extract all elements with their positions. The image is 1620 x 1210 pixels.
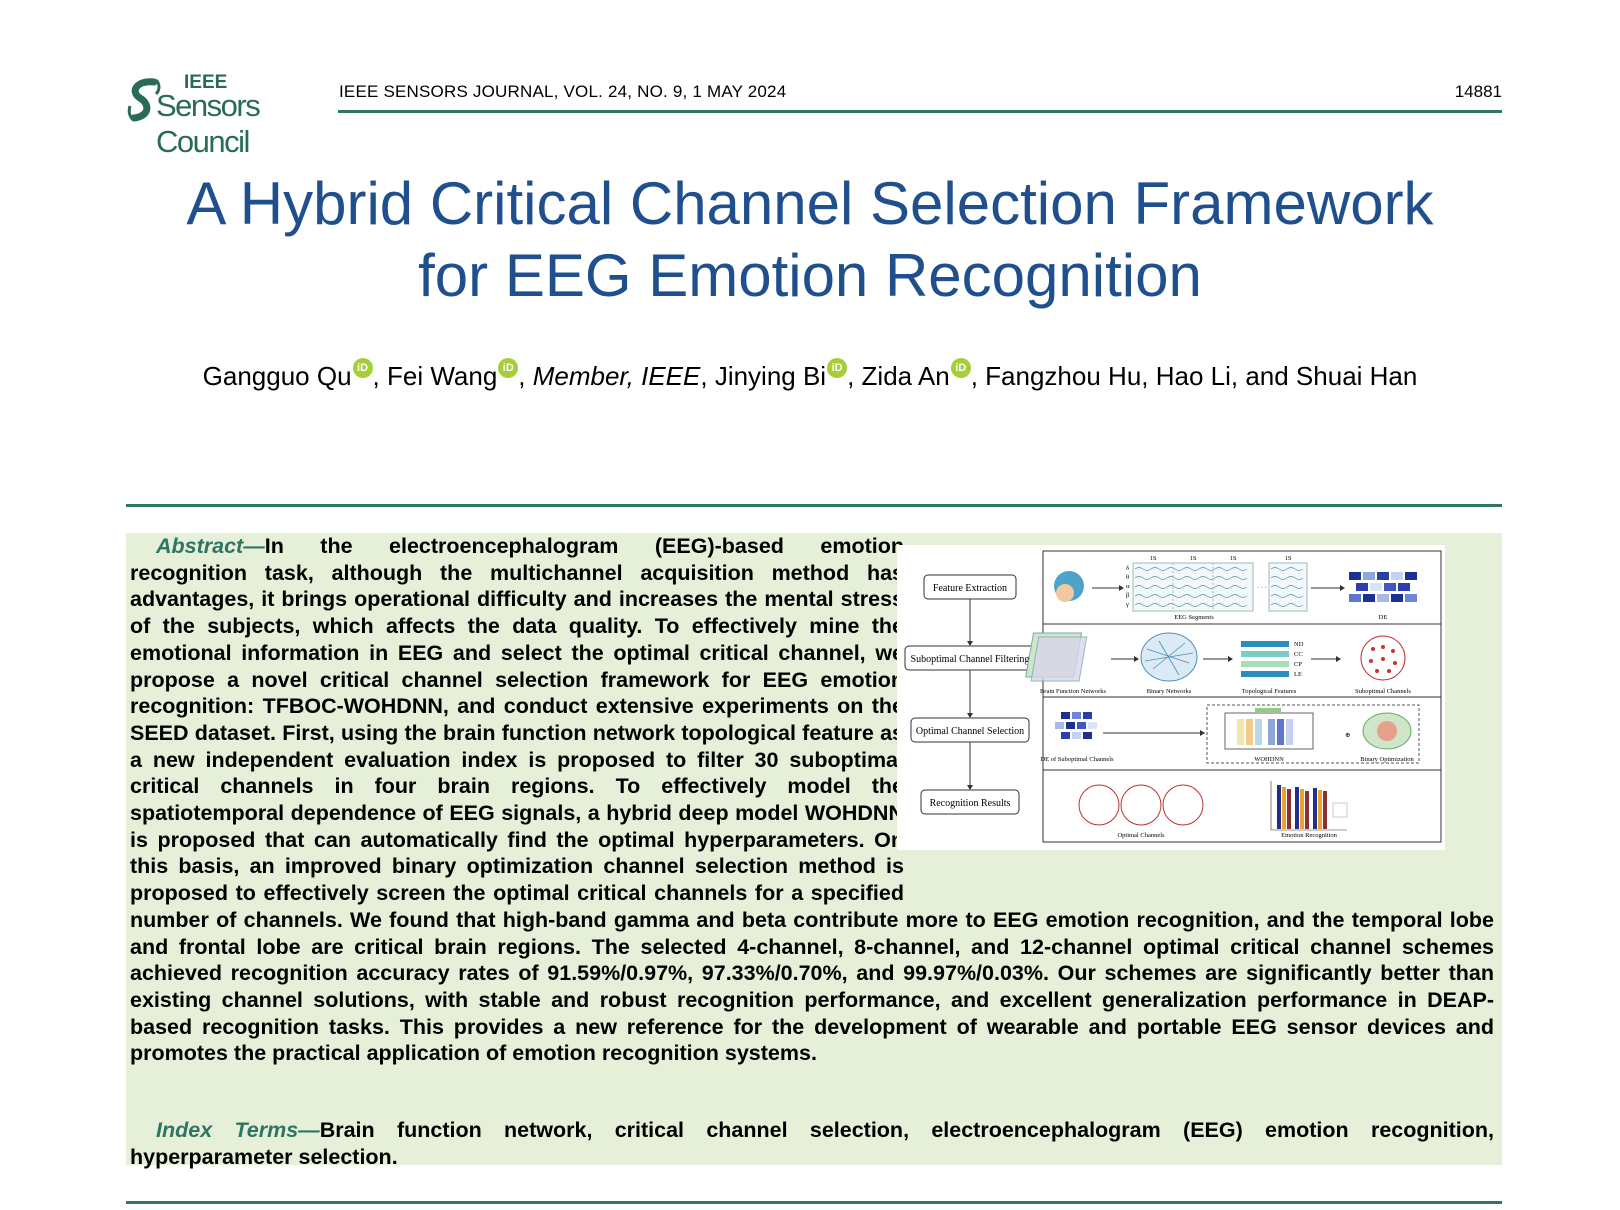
segment-tick: 1S: [1150, 555, 1157, 562]
band-letter: α: [1126, 583, 1130, 590]
de-sub-label: DE of Suboptimal Channels: [1040, 756, 1114, 763]
index-terms: Index Terms—Brain function network, crit…: [130, 1117, 1494, 1170]
step-label: Feature Extraction: [933, 583, 1007, 594]
binary-networks-label: Binary Networks: [1147, 688, 1192, 695]
optimal-label: Optimal Channels: [1117, 832, 1165, 839]
orcid-icon[interactable]: iD: [498, 358, 519, 378]
recognition-results-panel: Optimal Channels Emotion Recognition: [1078, 781, 1348, 839]
abstract-box: Abstract—In the electroencephalogram (EE…: [126, 533, 1502, 1169]
topo-feature: CP: [1294, 661, 1302, 668]
author-names-rest: Fangzhou Hu, Hao Li, and Shuai Han: [985, 361, 1418, 391]
topo-feature: CC: [1294, 651, 1303, 658]
author-name: Gangguo Qu: [202, 361, 352, 391]
suboptimal-label: Suboptimal Channels: [1355, 688, 1411, 695]
section-divider: [126, 1201, 1502, 1204]
band-letter: γ: [1125, 601, 1129, 608]
topo-feature: ND: [1294, 641, 1304, 648]
journal-citation: IEEE SENSORS JOURNAL, VOL. 24, NO. 9, 1 …: [339, 82, 787, 101]
suboptimal-filtering-panel: ND CC CP LE Brain Function Networks Bina…: [1025, 632, 1411, 695]
title-line-2: for EEG Emotion Recognition: [418, 242, 1202, 309]
segment-tick: 1S: [1190, 555, 1197, 562]
author-name: Fei Wang: [386, 361, 498, 391]
author-name: Zida An: [861, 361, 950, 391]
ellipsis-text: · · ·: [1257, 584, 1267, 591]
band-letter: θ: [1126, 574, 1129, 581]
abstract-paragraph: Abstract—In the electroencephalogram (EE…: [130, 533, 1494, 1067]
flow-chart: Feature Extraction Suboptimal Channel Fi…: [904, 574, 1036, 815]
sensors-council-logo-icon: [127, 78, 161, 122]
band-letter: β: [1126, 592, 1130, 599]
segment-tick: 1S: [1285, 555, 1292, 562]
step-label: Suboptimal Channel Filtering: [911, 654, 1030, 665]
topo-feature: LE: [1294, 671, 1302, 678]
section-divider: [126, 504, 1502, 507]
abstract-body: In the electroencephalogram (EEG)-based …: [130, 534, 1494, 1066]
header-rule: [338, 110, 1502, 113]
step-label: Recognition Results: [930, 798, 1011, 809]
orcid-icon[interactable]: iD: [827, 358, 848, 378]
topological-label: Topological Features: [1242, 688, 1297, 695]
eeg-segments-label: EEG Segments: [1174, 614, 1214, 621]
abstract-heading: Abstract—: [156, 534, 265, 558]
brain-networks-label: Brain Function Networks: [1040, 688, 1107, 695]
optimal-selection-panel: ⊕ DE of Suboptimal Channels WOHDNN Binar…: [1040, 704, 1420, 764]
de-label: DE: [1379, 614, 1388, 621]
page-number: 14881: [1454, 82, 1502, 101]
framework-diagram: Feature Extraction Suboptimal Channel Fi…: [904, 550, 1442, 843]
title-line-1: A Hybrid Critical Channel Selection Fram…: [186, 170, 1434, 237]
step-label: Optimal Channel Selection: [916, 726, 1024, 737]
author-name: Jinying Bi: [714, 361, 827, 391]
index-terms-body: Brain function network, critical channel…: [130, 1118, 1494, 1169]
band-letter: δ: [1126, 565, 1129, 572]
emotion-label: Emotion Recognition: [1281, 832, 1338, 839]
author-membership: Member, IEEE: [532, 361, 701, 391]
graphical-abstract-figure: Feature Extraction Suboptimal Channel Fi…: [897, 545, 1445, 850]
orcid-icon[interactable]: iD: [352, 358, 373, 378]
journal-header: IEEE Sensors Council IEEE SENSORS JOURNA…: [126, 72, 1502, 159]
logo-council-text: Sensors Council: [156, 88, 261, 159]
feature-extraction-panel: δ θ α β γ 1S 1S 1S 1S · · · EEG Segments…: [1054, 555, 1417, 621]
orcid-icon[interactable]: iD: [950, 358, 971, 378]
step-box: [920, 789, 1020, 815]
sensors-council-logo: IEEE Sensors Council: [126, 72, 336, 159]
plus-symbol: ⊕: [1345, 732, 1350, 739]
index-terms-heading: Index Terms—: [156, 1118, 320, 1142]
logo-ieee-text: IEEE: [184, 72, 228, 93]
segment-tick: 1S: [1230, 555, 1237, 562]
binary-opt-label: Binary Optimization: [1360, 756, 1414, 763]
wohdnn-label: WOHDNN: [1254, 756, 1284, 763]
paper-title: A Hybrid Critical Channel Selection Fram…: [0, 168, 1620, 312]
